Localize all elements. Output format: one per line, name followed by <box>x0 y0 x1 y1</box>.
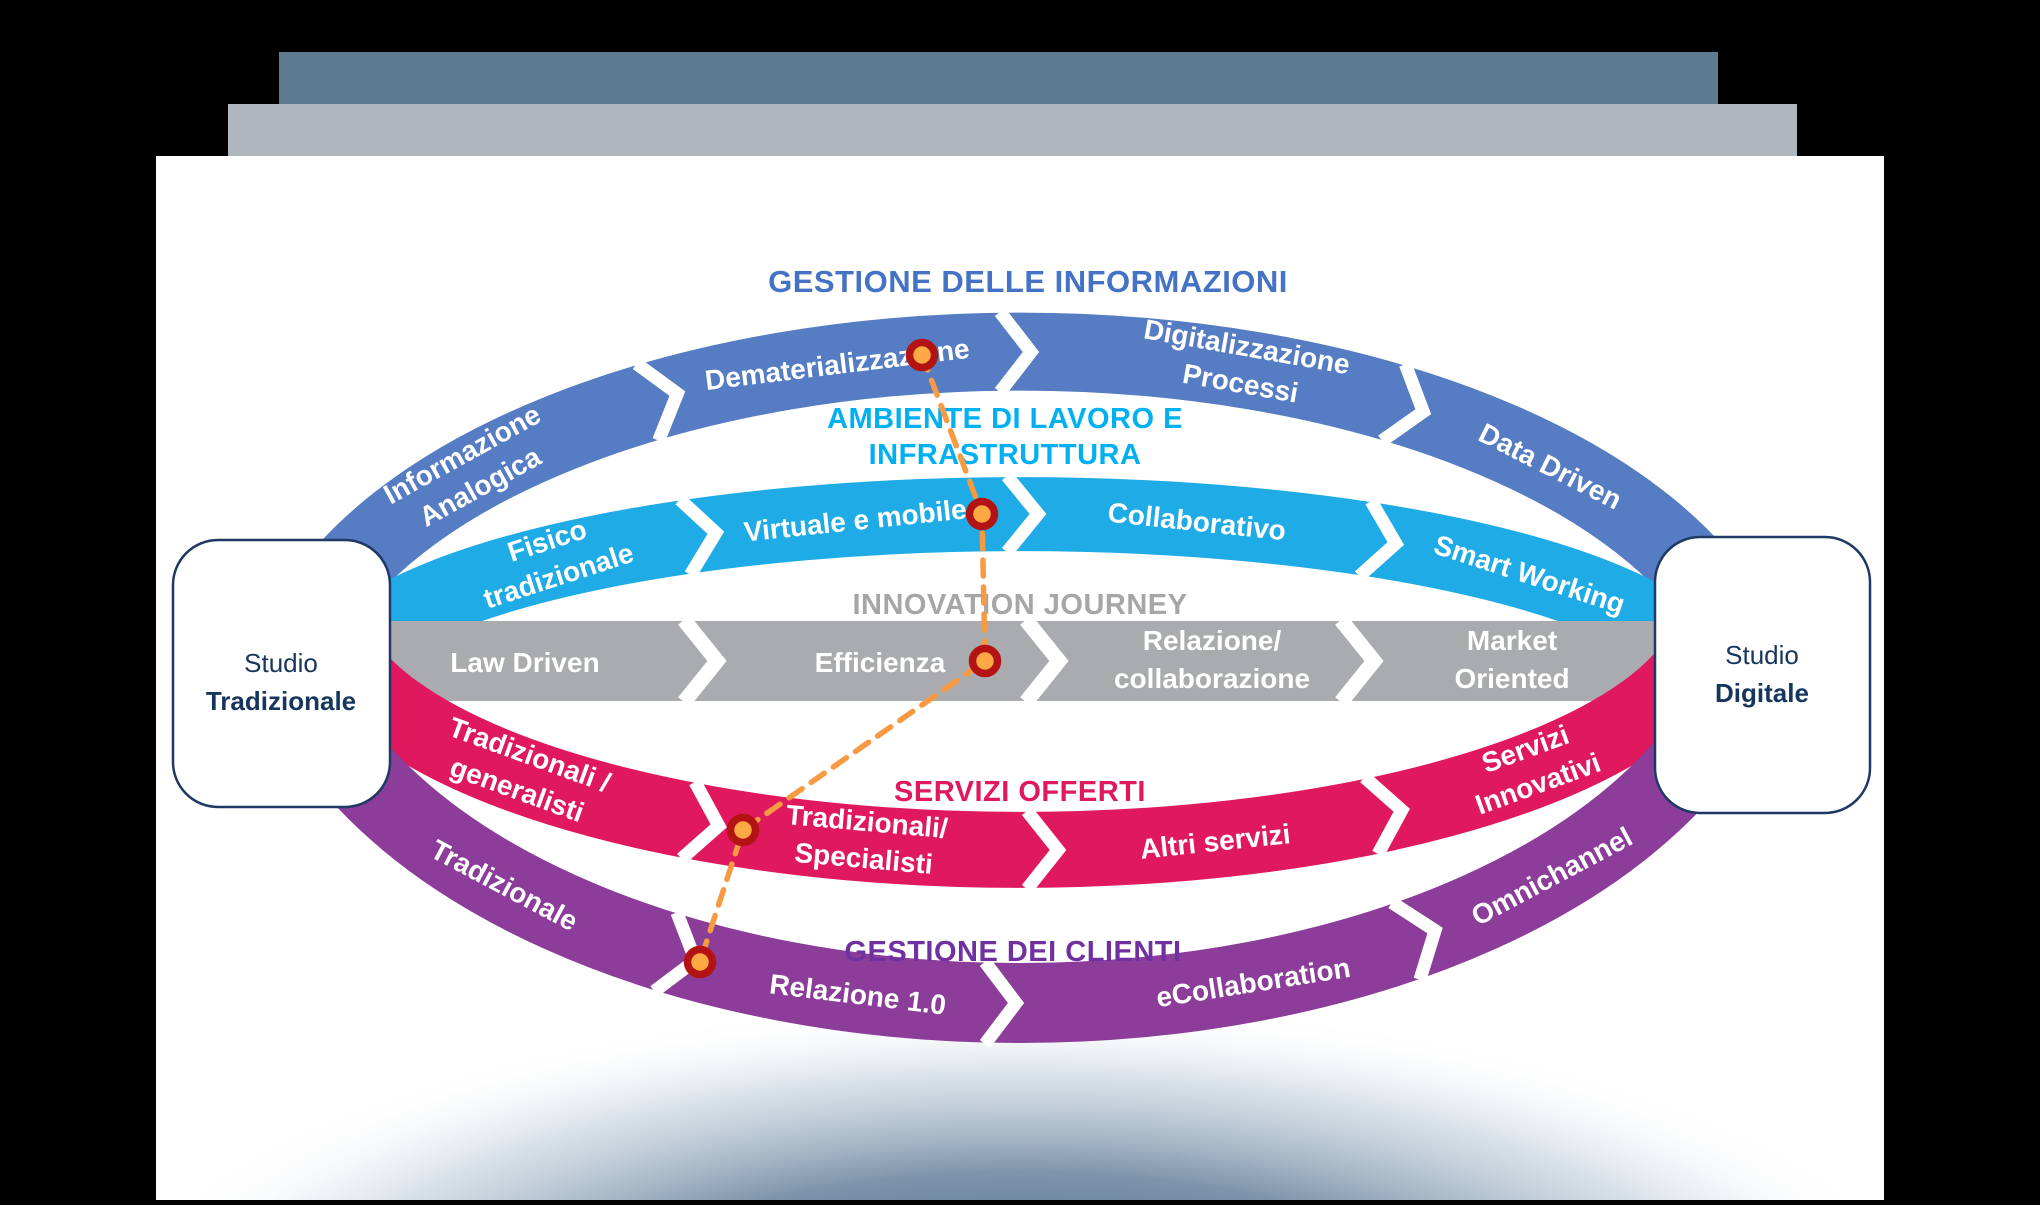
chevron-separator <box>1335 615 1384 707</box>
studio-digitale-box: Studio Digitale <box>1653 535 1872 815</box>
svg-text:collaborazione: collaborazione <box>1114 663 1310 694</box>
band-gestione-clienti: GESTIONE DEI CLIENTI Tradizionale Relazi… <box>263 664 1777 1048</box>
segment-relazione-collaborazione: Relazione/ collaborazione <box>1114 625 1310 694</box>
band-bar <box>388 621 1658 701</box>
band-arc <box>264 312 1776 657</box>
svg-text:Market: Market <box>1467 625 1557 656</box>
journey-dot <box>683 945 717 979</box>
chevron-separator <box>1388 897 1443 982</box>
band-title-gestione-clienti: GESTIONE DEI CLIENTI <box>844 936 1181 968</box>
svg-text:Oriented: Oriented <box>1454 663 1569 694</box>
journey-dot <box>905 338 939 372</box>
svg-text:INFRASTRUTTURA: INFRASTRUTTURA <box>869 439 1142 471</box>
band-title-innovation-journey: INNOVATION JOURNEY <box>852 589 1187 621</box>
segment-efficienza: Efficienza <box>815 647 946 678</box>
journey-path-line <box>697 352 988 965</box>
chevron-separator <box>1021 806 1067 894</box>
journey-dot <box>965 497 999 531</box>
band-innovation-journey: INNOVATION JOURNEY Law Driven Efficienza… <box>388 589 1658 707</box>
svg-text:AMBIENTE DI LAVORO E: AMBIENTE DI LAVORO E <box>827 403 1183 435</box>
svg-text:Digitale: Digitale <box>1715 678 1809 708</box>
svg-text:Tradizionale: Tradizionale <box>206 686 356 716</box>
band-title-servizi-offerti: SERVIZI OFFERTI <box>894 776 1146 808</box>
page-bottom-shadow <box>167 1000 1873 1200</box>
chevron-separator <box>1378 362 1432 447</box>
chevron-separator <box>1020 615 1069 707</box>
studio-tradizionale-box: Studio Tradizionale <box>171 538 392 809</box>
svg-text:Studio: Studio <box>1725 640 1799 670</box>
svg-text:Relazione/: Relazione/ <box>1143 625 1282 656</box>
band-title-ambiente: AMBIENTE DI LAVORO E INFRASTRUTTURA <box>827 403 1183 471</box>
chevron-separator <box>678 615 727 707</box>
chevron-separator <box>1001 471 1047 557</box>
chevron-separator <box>1360 772 1410 858</box>
deck-back-bar <box>279 52 1718 104</box>
chevron-separator <box>675 494 725 579</box>
chevron-separator <box>677 778 727 864</box>
chevron-separator <box>632 358 686 443</box>
segment-market-oriented: Market Oriented <box>1454 625 1569 694</box>
chevron-separator <box>1354 497 1405 582</box>
journey-path <box>683 338 1002 979</box>
chevron-separator <box>979 958 1025 1048</box>
band-arc <box>320 646 1720 888</box>
journey-dot <box>726 813 760 847</box>
svg-text:Studio: Studio <box>244 648 318 678</box>
deck-middle-bar <box>228 104 1797 156</box>
band-title-informazioni: GESTIONE DELLE INFORMAZIONI <box>768 264 1288 299</box>
journey-dot <box>968 644 1002 678</box>
band-arc <box>324 477 1716 677</box>
segment-law-driven: Law Driven <box>450 647 599 678</box>
chevron-separator <box>994 308 1040 396</box>
